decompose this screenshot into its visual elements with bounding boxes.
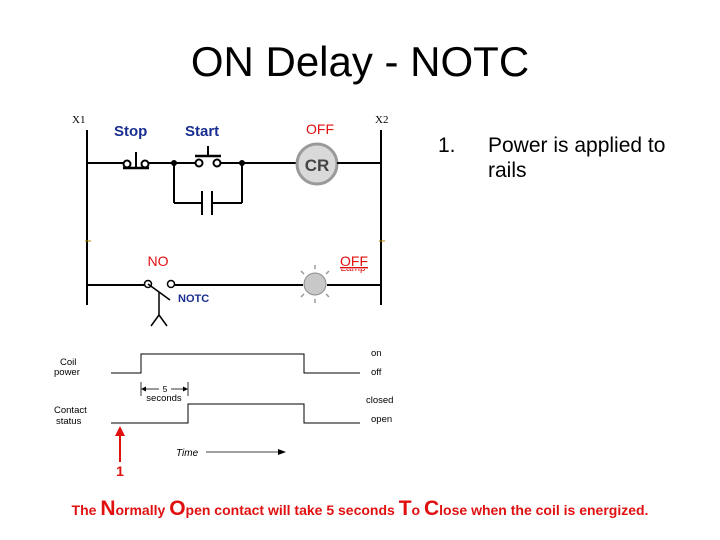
contact-status-trace (111, 403, 360, 424)
footer-part: lose when the coil is energized. (439, 502, 649, 518)
lamp-symbol (300, 265, 330, 303)
notc-contact-symbol (143, 279, 176, 327)
delay-unit: seconds (146, 393, 182, 404)
footer-part: pen contact will take 5 seconds (185, 502, 399, 518)
rail-label-x1: X1 (72, 114, 85, 126)
coil-label: CR (305, 156, 330, 175)
footer-part: ormally (115, 502, 170, 518)
footer-initial-t: T (398, 497, 412, 520)
timing-chart: Coil power on off Contact status closed … (54, 348, 393, 479)
contact-state-label: NO (148, 253, 169, 269)
coil-power-trace (111, 353, 360, 374)
coil-level-on: on (371, 348, 382, 359)
rail-label-x2: X2 (375, 114, 388, 126)
step-marker-number: 1 (116, 463, 124, 479)
footer-initial-c: C (424, 497, 440, 520)
slide-title: ON Delay - NOTC (190, 38, 530, 85)
step-text: Power is applied to rails (488, 134, 666, 182)
footer-part: o (411, 502, 424, 518)
rung-1: CR Stop Start OFF (87, 121, 381, 215)
footer-caption: The Normally Open contact will take 5 se… (0, 497, 720, 521)
contact-level-open: open (371, 414, 392, 425)
contact-status-label-line1: Contact (54, 405, 87, 416)
rung-2: NO NOTC Lamp OFF (87, 253, 381, 327)
time-label: Time (176, 448, 199, 459)
footer-initial-n: N (100, 497, 116, 520)
delay-value: 5 (163, 384, 168, 394)
step-number: 1. (438, 134, 456, 157)
footer-part: The (71, 502, 101, 518)
coil-power-label-line2: power (54, 367, 80, 378)
stop-label: Stop (114, 123, 147, 140)
notc-label: NOTC (178, 293, 209, 305)
coil-state-label: OFF (306, 121, 334, 137)
stop-button-symbol (122, 152, 150, 170)
contact-status-label-line2: status (56, 416, 82, 427)
footer-initial-o: O (169, 497, 186, 520)
contact-level-closed: closed (366, 395, 393, 406)
start-label: Start (185, 123, 219, 140)
lamp-state-label: OFF (340, 253, 368, 269)
coil-level-off: off (371, 367, 382, 378)
start-button-symbol (194, 146, 222, 168)
coil-power-label-line1: Coil (60, 357, 76, 368)
